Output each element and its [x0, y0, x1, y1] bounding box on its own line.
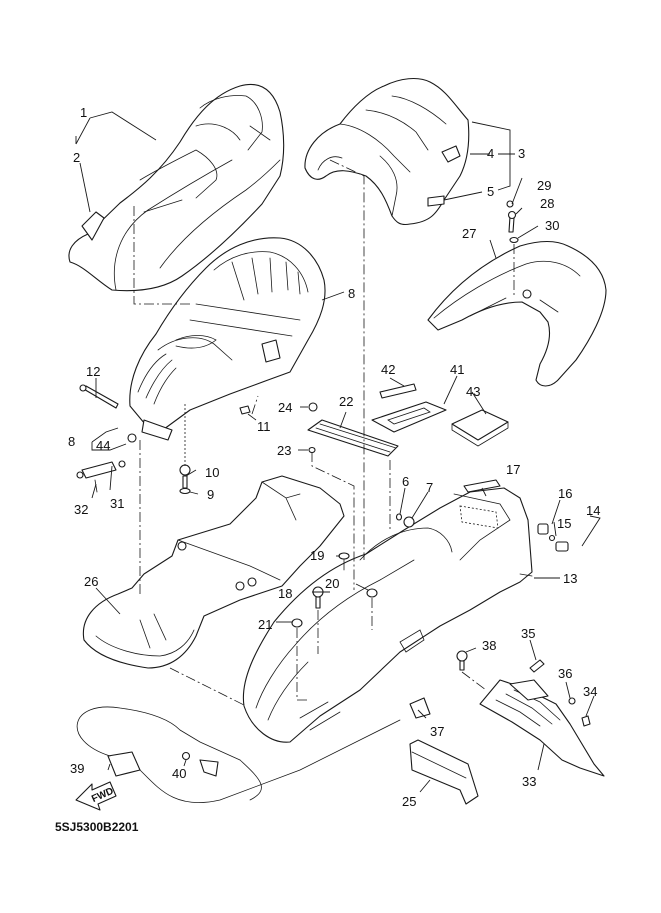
- callout-23[interactable]: 23: [277, 443, 291, 458]
- callout-33[interactable]: 33: [522, 774, 536, 789]
- callout-29[interactable]: 29: [537, 178, 551, 193]
- pad-shape: [463, 479, 501, 493]
- callout-31[interactable]: 31: [110, 496, 124, 511]
- callout-11[interactable]: 11: [257, 419, 271, 434]
- callout-40[interactable]: 40: [172, 766, 186, 781]
- grab-bar-part[interactable]: [427, 240, 607, 387]
- drawing-code: 5SJ5300B2201: [55, 820, 139, 834]
- callout-35[interactable]: 35: [521, 626, 535, 641]
- callout-14[interactable]: 14: [586, 503, 600, 518]
- callout-4[interactable]: 4: [487, 146, 494, 161]
- seat-bottom-part[interactable]: [129, 237, 326, 441]
- callout-21[interactable]: 21: [258, 617, 272, 632]
- callout-30[interactable]: 30: [545, 218, 559, 233]
- band-shape: [379, 383, 417, 399]
- assembly-lines: [133, 159, 515, 707]
- callout-16[interactable]: 16: [558, 486, 572, 501]
- callout-18[interactable]: 18: [278, 586, 292, 601]
- callout-labels: 1 2 3 4 5 6 7 8 8 9 10 11 12 13 14 15 16…: [68, 105, 600, 809]
- callout-41[interactable]: 41: [450, 362, 464, 377]
- callout-28[interactable]: 28: [540, 196, 554, 211]
- seat-emblem-shape: [81, 211, 105, 241]
- callout-44[interactable]: 44: [96, 438, 110, 453]
- cover-part[interactable]: [409, 739, 479, 805]
- leader-lines: [75, 111, 601, 793]
- seat-part[interactable]: [68, 84, 285, 292]
- callout-17[interactable]: 17: [506, 462, 520, 477]
- callout-42[interactable]: 42: [381, 362, 395, 377]
- callout-25[interactable]: 25: [402, 794, 416, 809]
- callout-9[interactable]: 9: [207, 487, 214, 502]
- callout-3[interactable]: 3: [518, 146, 525, 161]
- rear-flap-part[interactable]: [479, 679, 605, 777]
- callout-1[interactable]: 1: [80, 105, 87, 120]
- fwd-arrow-icon: FWD: [75, 781, 117, 811]
- callout-36[interactable]: 36: [558, 666, 572, 681]
- label-shape: [371, 401, 447, 433]
- callout-13[interactable]: 13: [563, 571, 577, 586]
- small-parts: [76, 200, 591, 804]
- callout-20[interactable]: 20: [325, 576, 339, 591]
- callout-22[interactable]: 22: [339, 394, 353, 409]
- callout-43[interactable]: 43: [466, 384, 480, 399]
- callout-8-hinge[interactable]: 8: [68, 434, 75, 449]
- seat-box-part[interactable]: [242, 487, 533, 743]
- callout-27[interactable]: 27: [462, 226, 476, 241]
- callout-2[interactable]: 2: [73, 150, 80, 165]
- callout-8-seat-bottom[interactable]: 8: [348, 286, 355, 301]
- backrest-part[interactable]: [304, 77, 470, 226]
- callout-37[interactable]: 37: [430, 724, 444, 739]
- callout-39[interactable]: 39: [70, 761, 84, 776]
- callout-38[interactable]: 38: [482, 638, 496, 653]
- callout-26[interactable]: 26: [84, 574, 98, 589]
- callout-5[interactable]: 5: [487, 184, 494, 199]
- callout-15[interactable]: 15: [557, 516, 571, 531]
- callout-10[interactable]: 10: [205, 465, 219, 480]
- callout-19[interactable]: 19: [310, 548, 324, 563]
- callout-7[interactable]: 7: [426, 480, 433, 495]
- callout-6[interactable]: 6: [402, 474, 409, 489]
- callout-24[interactable]: 24: [278, 400, 292, 415]
- callout-12[interactable]: 12: [86, 364, 100, 379]
- callout-32[interactable]: 32: [74, 502, 88, 517]
- callout-34[interactable]: 34: [583, 684, 597, 699]
